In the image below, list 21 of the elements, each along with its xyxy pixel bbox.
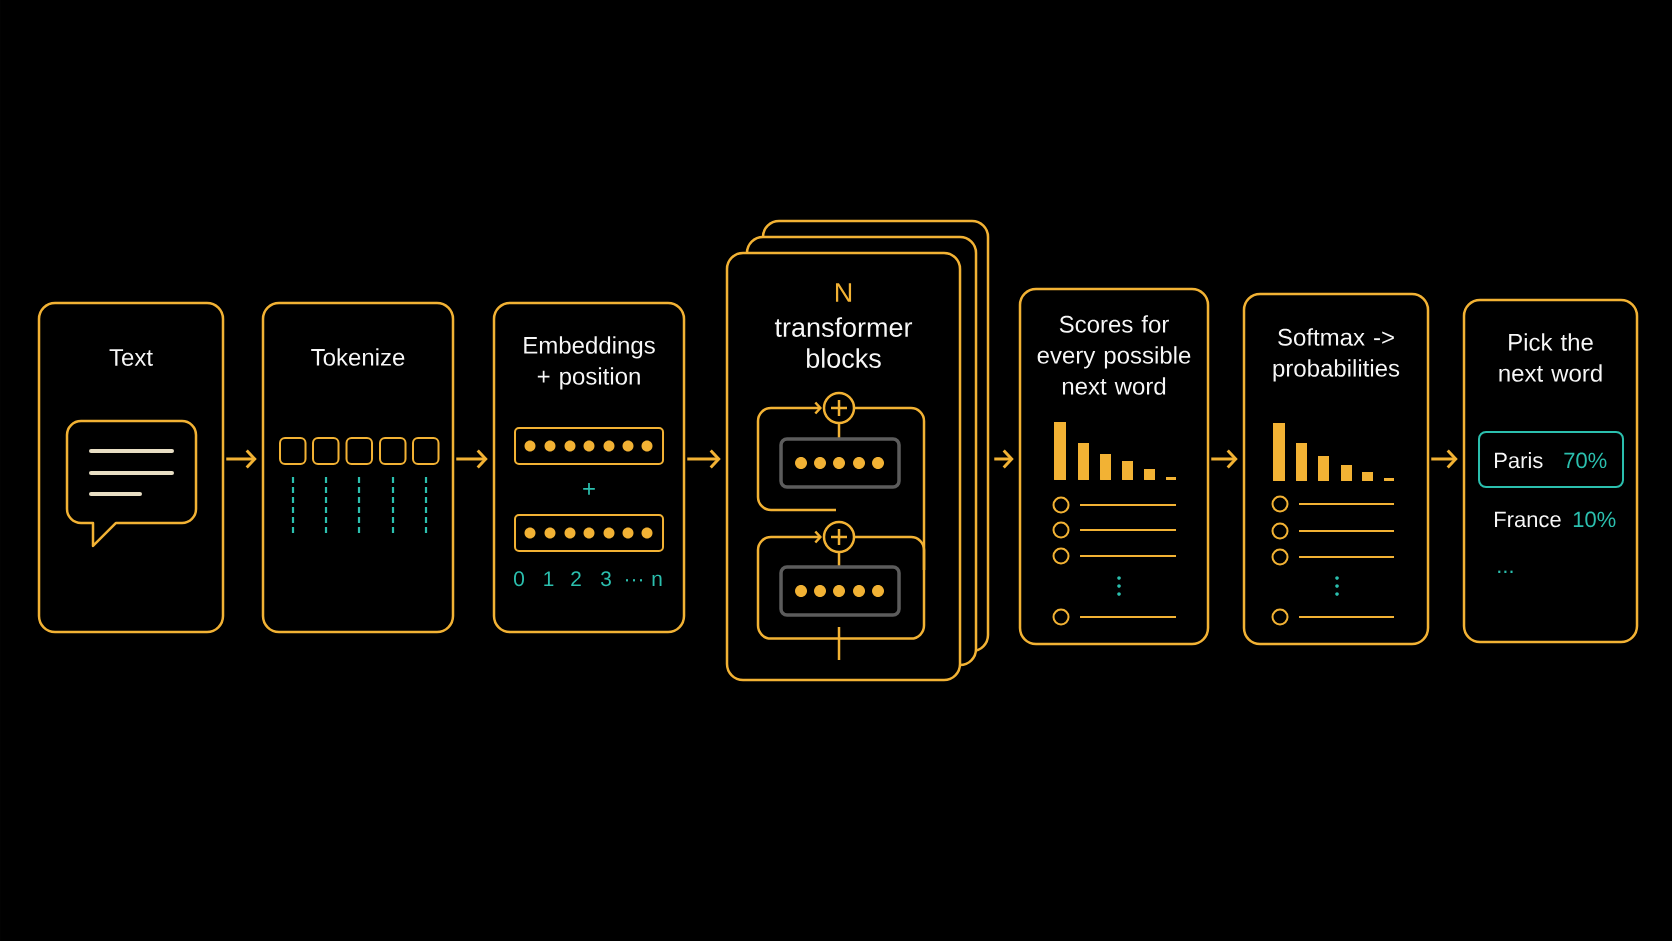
arrow <box>687 449 721 469</box>
percentage: 10% <box>1573 511 1616 528</box>
position-index: 1 <box>544 571 554 586</box>
card-stack: N transformer blocks <box>725 219 990 682</box>
position-index: 2 <box>571 571 581 586</box>
arrow <box>226 449 257 469</box>
step-card: Text <box>37 301 225 634</box>
position-index: 0 <box>514 571 525 587</box>
step-card: Tokenize <box>261 301 455 634</box>
option-box: Paris 70% <box>1478 431 1624 488</box>
ellipsis: ··· <box>626 579 642 582</box>
plus-sign: + <box>583 483 595 495</box>
step-card: Softmax -> probabilities <box>1242 292 1430 646</box>
arrow <box>1431 449 1458 469</box>
step-card: Scores for every possible next word <box>1018 287 1210 646</box>
ellipsis: ... <box>1498 570 1513 573</box>
option-word: France <box>1495 511 1561 528</box>
position-index: 3 <box>600 571 611 587</box>
arrow <box>1211 449 1238 469</box>
arrow <box>456 449 488 469</box>
position-index: n <box>652 574 662 586</box>
